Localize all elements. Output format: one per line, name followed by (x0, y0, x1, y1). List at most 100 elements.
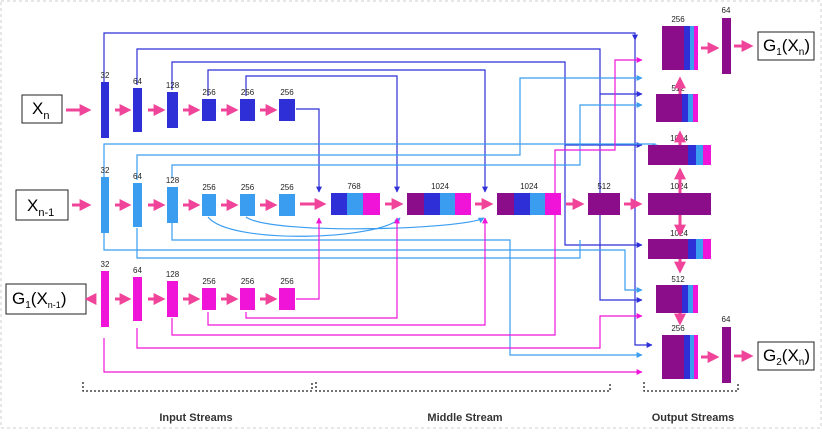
label-xn1-1: 64 (133, 172, 142, 181)
skip-m-256c (296, 217, 322, 300)
block-xn1-3 (202, 194, 216, 216)
out64-bot (722, 327, 731, 383)
out1024-top-purple (648, 145, 688, 165)
block-g1-3 (202, 288, 216, 310)
label-input-streams: Input Streams (159, 412, 232, 424)
label-256-out-top: 256 (671, 15, 685, 24)
svg-text:Xn-1: Xn-1 (27, 196, 54, 219)
svg-text:G1(Xn-1): G1(Xn-1) (12, 289, 66, 311)
label-xn-3: 256 (202, 88, 216, 97)
out1024-bot-lightblue (696, 239, 703, 259)
out512-top-blue (682, 94, 688, 122)
mid1024b-blue (514, 193, 530, 215)
label-xn1-2: 128 (166, 176, 180, 185)
out256-top-magenta (694, 26, 698, 70)
mid768-magenta (363, 193, 380, 215)
block-xn1-1 (133, 183, 142, 227)
out512-bot-blue (682, 285, 688, 313)
label-xn-2: 128 (166, 81, 180, 90)
brace-input (82, 382, 313, 392)
input-g1-xn-1: G1(Xn-1) (5, 283, 87, 315)
label-xn-0: 32 (101, 71, 110, 80)
label-xn-1: 64 (133, 77, 142, 86)
out1024-mid (648, 193, 711, 215)
label-xn-4: 256 (241, 88, 255, 97)
label-xn1-5: 256 (280, 183, 294, 192)
label-64-out-top: 64 (722, 6, 731, 15)
label-64-out-bot: 64 (722, 315, 731, 324)
block-xn-3 (202, 99, 216, 121)
out256-top-purple (662, 26, 684, 70)
block-g1-4 (240, 288, 255, 310)
label-middle-stream: Middle Stream (427, 412, 502, 424)
skip-blue-256a (207, 69, 488, 193)
skip-blue-256b (245, 75, 400, 193)
mid1024a-purple (407, 193, 424, 215)
block-g1-1 (133, 277, 142, 321)
mid1024b-lightblue (530, 193, 545, 215)
mid1024a-magenta (455, 193, 471, 215)
block-xn1-5 (279, 194, 295, 216)
out256-bot-blue (684, 335, 690, 379)
mid768-lightblue (347, 193, 363, 215)
label-xn1-3: 256 (202, 183, 216, 192)
output-stream: 256 64 512 1024 1024 1024 512 (648, 6, 754, 383)
stream-braces (82, 382, 739, 392)
out256-bot-purple (662, 335, 684, 379)
mid512-block (588, 193, 620, 215)
output-g2-xn: G2(Xn) (757, 341, 815, 371)
skip-blue-32 (103, 32, 638, 82)
label-512-mid: 512 (597, 182, 611, 191)
block-g1-5 (279, 288, 295, 310)
out512-top-lightblue (688, 94, 693, 122)
block-xn-2 (167, 92, 178, 128)
label-xn1-4: 256 (241, 183, 255, 192)
skip-lb-64b (136, 228, 581, 259)
input-xn-1: Xn-1 (15, 189, 69, 221)
input-xn: Xn (21, 94, 63, 124)
mid1024a-lightblue (440, 193, 455, 215)
skip-blue-128b (564, 145, 643, 248)
out256-top-blue (684, 26, 690, 70)
skip-blue-128 (171, 61, 643, 148)
svg-text:G2(Xn): G2(Xn) (763, 346, 810, 368)
out64-top (722, 18, 731, 74)
skip-blue-256c (296, 108, 322, 193)
block-g1-0 (101, 271, 109, 327)
out256-bot-lightblue (690, 335, 694, 379)
out1024-bot-blue (688, 239, 696, 259)
label-256-out-bot: 256 (671, 324, 685, 333)
out256-bot-magenta (694, 335, 698, 379)
output-arrows (674, 40, 754, 363)
out1024-top-blue (688, 145, 696, 165)
skip-m-64 (136, 313, 643, 349)
mid1024b-purple (497, 193, 514, 215)
svg-text:Xn: Xn (32, 99, 49, 122)
skip-blue-32b (634, 40, 653, 348)
label-g1-3: 256 (202, 277, 216, 286)
label-1024a: 1024 (431, 182, 449, 191)
block-xn-1 (133, 88, 142, 132)
skip-m-256a (207, 217, 488, 326)
skip-lb-64 (136, 75, 643, 180)
block-xn-0 (101, 82, 109, 138)
brace-output (643, 382, 739, 392)
label-g1-1: 64 (133, 266, 142, 275)
svg-text:G1(Xn): G1(Xn) (763, 36, 810, 58)
out512-bot-lightblue (688, 285, 693, 313)
label-xn-5: 256 (280, 88, 294, 97)
brace-middle (315, 382, 611, 392)
block-xn1-2 (167, 187, 178, 223)
block-xn-5 (279, 99, 295, 121)
skip-lb-128b (171, 218, 643, 358)
out1024-bot-purple (648, 239, 688, 259)
skip-lb-32 (103, 143, 658, 178)
out512-top-purple (656, 94, 682, 122)
block-xn1-0 (101, 177, 109, 233)
skip-m-128b (554, 57, 643, 200)
skip-m-256b (245, 217, 400, 319)
output-g1-xn: G1(Xn) (757, 31, 815, 61)
